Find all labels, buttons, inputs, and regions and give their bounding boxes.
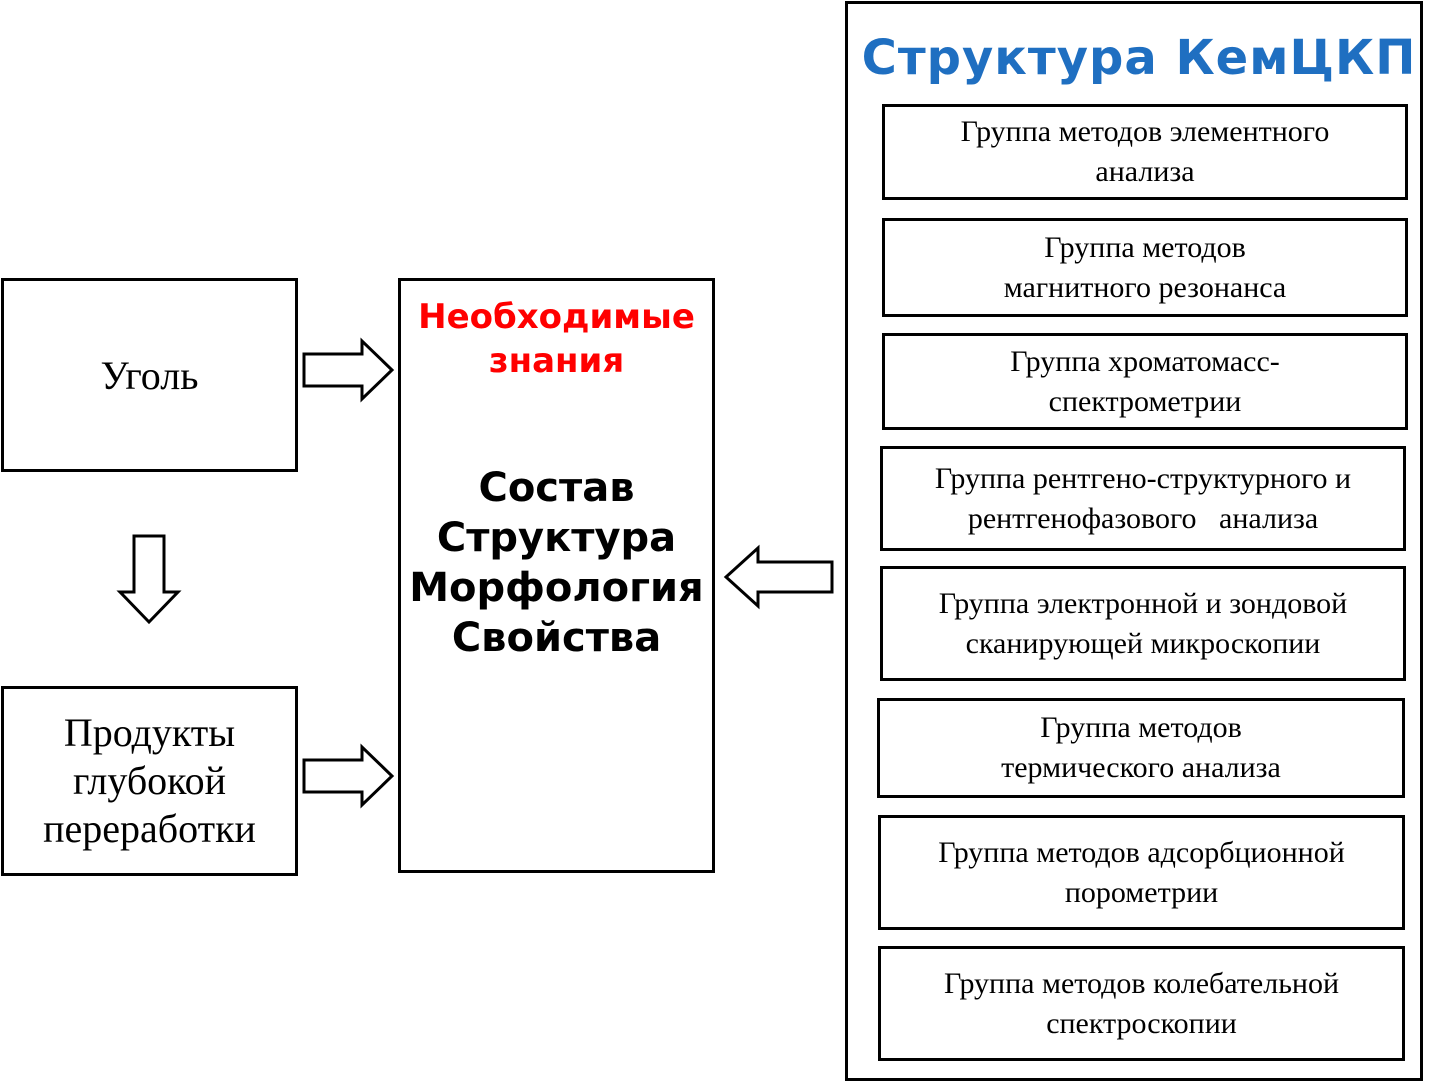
knowledge-title-line-1: Необходимые (418, 297, 695, 337)
group-box: Группа электронной и зондовой сканирующе… (880, 566, 1406, 681)
knowledge-item: Структура (436, 515, 677, 561)
group-box: Группа методов колебательной спектроскоп… (878, 946, 1405, 1061)
knowledge-item: Состав (478, 465, 635, 511)
products-line-1: Продукты (63, 710, 236, 755)
group-line-1: Группа рентгено-структурного и (934, 461, 1352, 495)
knowledge-items: Состав Структура Морфология Свойства (401, 463, 712, 663)
group-box: Группа методов магнитного резонанса (882, 218, 1408, 317)
group-line-2: термического анализа (1001, 751, 1281, 784)
products-box: Продукты глубокой переработки (1, 686, 298, 876)
group-line-1: Группа методов элементного (960, 115, 1330, 148)
products-line-2: глубокой (73, 758, 226, 803)
knowledge-box: Необходимые знания Состав Структура Морф… (398, 278, 715, 873)
knowledge-item: Морфология (409, 565, 704, 611)
group-line-2: рентгенофазового анализа (967, 501, 1319, 535)
knowledge-title-line-2: знания (488, 341, 625, 381)
group-box: Группа методов элементного анализа (882, 104, 1408, 200)
arrow-right-icon (302, 337, 395, 403)
group-line-2: сканирующей микроскопии (965, 626, 1321, 660)
group-line-2: спектрометрии (1048, 384, 1242, 418)
arrow-down-icon (116, 534, 182, 625)
group-line-2: порометрии (1064, 875, 1219, 909)
coal-label: Уголь (100, 352, 199, 398)
group-line-2: анализа (1095, 155, 1195, 188)
products-line-3: переработки (43, 806, 256, 851)
group-line-1: Группа методов колебательной (944, 966, 1339, 1000)
arrow-right-icon (302, 743, 395, 809)
arrow-left-icon (723, 544, 834, 610)
group-line-2: магнитного резонанса (1003, 270, 1287, 304)
group-line-1: Группа методов (1044, 230, 1246, 264)
group-box: Группа рентгено-структурного и рентгеноф… (880, 446, 1406, 551)
coal-box: Уголь (1, 278, 298, 472)
structure-title: Структура КемЦКП (861, 30, 1417, 86)
knowledge-title: Необходимые знания (401, 295, 712, 383)
group-line-1: Группа электронной и зондовой (938, 586, 1348, 620)
group-line-1: Группа хроматомасс- (1010, 344, 1280, 378)
group-box: Группа методов термического анализа (877, 698, 1405, 798)
group-line-1: Группа методов (1040, 711, 1242, 744)
group-box: Группа методов адсорбционной порометрии (878, 815, 1405, 930)
group-line-2: спектроскопии (1046, 1006, 1237, 1040)
knowledge-item: Свойства (451, 615, 662, 661)
group-box: Группа хроматомасс- спектрометрии (882, 333, 1408, 430)
group-line-1: Группа методов адсорбционной (938, 835, 1345, 869)
